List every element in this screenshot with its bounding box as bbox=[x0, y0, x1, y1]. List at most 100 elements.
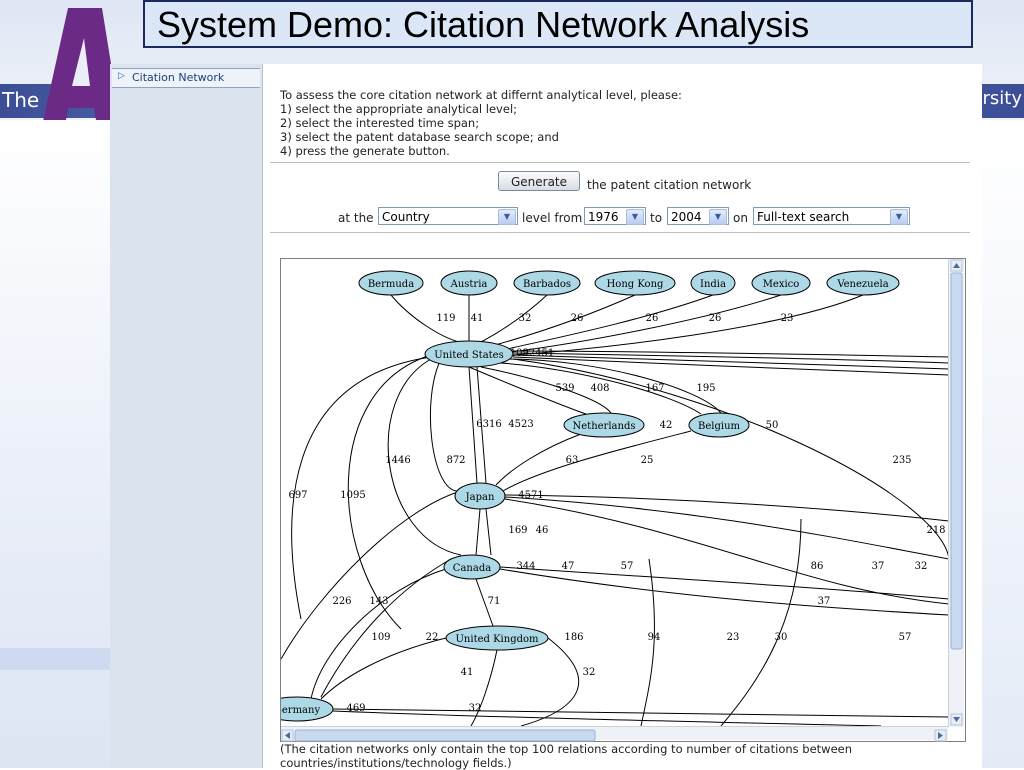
slide-right-margin bbox=[982, 120, 1024, 768]
graph-footnote: (The citation networks only contain the … bbox=[280, 742, 853, 770]
network-node bbox=[563, 412, 645, 438]
edge-weight-label: 872 bbox=[446, 455, 465, 466]
edge-weight-label: 57 bbox=[621, 561, 634, 572]
citation-edge bbox=[332, 708, 950, 718]
network-node bbox=[358, 270, 424, 296]
edge-weight-label: 23 bbox=[781, 313, 794, 324]
network-node bbox=[594, 270, 676, 296]
edge-weight-label: 469 bbox=[346, 703, 365, 714]
edge-weight-label: 235 bbox=[892, 455, 911, 466]
edge-weight-label: 109 bbox=[371, 632, 390, 643]
edge-weight-label: 26 bbox=[571, 313, 584, 324]
citation-edge bbox=[499, 568, 950, 616]
citation-edge bbox=[512, 358, 950, 560]
network-node bbox=[826, 270, 900, 296]
node-label: India bbox=[700, 279, 726, 290]
network-node bbox=[281, 696, 334, 722]
edge-weight-label: 41 bbox=[471, 313, 484, 324]
citation-edge bbox=[512, 294, 864, 356]
citation-edge bbox=[504, 496, 950, 560]
instruction-line: To assess the core citation network at d… bbox=[280, 88, 682, 102]
node-label: United Kingdom bbox=[456, 634, 540, 645]
slide-title-box: System Demo: Citation Network Analysis bbox=[143, 0, 973, 48]
instruction-line: 4) press the generate button. bbox=[280, 144, 450, 158]
edge-weight-label: 1092451 bbox=[510, 348, 555, 359]
edge-weight-label: 186 bbox=[564, 632, 583, 643]
edge-weight-label: 4571 bbox=[518, 490, 543, 501]
to-year-select[interactable]: 2004 ▼ bbox=[667, 207, 729, 225]
node-label: Mexico bbox=[763, 279, 800, 290]
generate-button[interactable]: Generate bbox=[498, 171, 580, 191]
edge-weight-label: 344 bbox=[516, 561, 535, 572]
edge-weight-label: 30 bbox=[775, 632, 788, 643]
edge-weight-label: 218 bbox=[926, 525, 945, 536]
instruction-line: 2) select the interested time span; bbox=[280, 116, 480, 130]
citation-edge bbox=[468, 366, 587, 415]
network-node bbox=[424, 340, 514, 368]
node-label: Netherlands bbox=[573, 421, 636, 432]
analytical-level-select[interactable]: Country ▼ bbox=[378, 207, 518, 225]
citation-edge bbox=[512, 356, 950, 376]
on-label: on bbox=[733, 211, 748, 225]
chevron-down-icon: ▼ bbox=[626, 209, 644, 225]
citation-edge bbox=[504, 358, 722, 414]
citation-edge bbox=[495, 433, 582, 486]
scrollbar-graphics bbox=[950, 259, 963, 726]
citation-edge bbox=[320, 558, 452, 698]
instruction-line: 1) select the appropriate analytical lev… bbox=[280, 102, 518, 116]
edge-weight-label: 169 bbox=[508, 525, 527, 536]
edge-weight-label: 4523 bbox=[508, 419, 533, 430]
from-year-select[interactable]: 1976 ▼ bbox=[584, 207, 646, 225]
citation-edge bbox=[475, 508, 481, 556]
citation-edge bbox=[504, 498, 950, 605]
slide-title: System Demo: Citation Network Analysis bbox=[157, 4, 810, 45]
edge-weight-label: 539 bbox=[555, 383, 574, 394]
to-label: to bbox=[650, 211, 663, 225]
divider bbox=[270, 162, 970, 163]
citation-edge bbox=[320, 637, 447, 700]
slide-left-margin bbox=[0, 120, 112, 768]
edge-weight-label: 37 bbox=[872, 561, 885, 572]
citation-edge bbox=[520, 637, 580, 727]
edge-weight-label: 408 bbox=[590, 383, 609, 394]
node-label: Hong Kong bbox=[607, 279, 664, 290]
graph-vertical-scrollbar[interactable] bbox=[948, 259, 964, 727]
node-label: Bermuda bbox=[368, 279, 414, 290]
selected-value: Full-text search bbox=[757, 210, 850, 224]
edge-weight-label: 32 bbox=[583, 667, 596, 678]
citation-edge bbox=[512, 354, 950, 370]
search-scope-select[interactable]: Full-text search ▼ bbox=[753, 207, 910, 225]
sidebar-item-citation-network[interactable]: ▷ Citation Network bbox=[112, 68, 260, 88]
chevron-down-icon: ▼ bbox=[709, 209, 727, 225]
graph-horizontal-scrollbar[interactable] bbox=[281, 726, 948, 742]
citation-edge bbox=[281, 490, 462, 660]
citation-edge bbox=[476, 366, 487, 484]
citation-edge bbox=[387, 358, 462, 556]
citation-edge bbox=[480, 294, 548, 343]
node-label: Barbados bbox=[523, 279, 571, 290]
edge-weight-label: 23 bbox=[727, 632, 740, 643]
node-label: Germany bbox=[281, 705, 320, 716]
citation-edge bbox=[310, 568, 447, 700]
edge-weight-label: 32 bbox=[469, 703, 482, 714]
node-label: Canada bbox=[453, 563, 491, 574]
slide-left-stripe bbox=[0, 648, 112, 670]
citation-edge bbox=[480, 366, 612, 414]
citation-edge bbox=[468, 366, 478, 484]
edge-weight-label: 697 bbox=[288, 490, 307, 501]
network-node bbox=[443, 554, 501, 580]
edge-weight-label: 195 bbox=[696, 383, 715, 394]
chevron-down-icon: ▼ bbox=[498, 209, 516, 225]
selected-value: Country bbox=[382, 210, 430, 224]
instruction-line: 3) select the patent database search sco… bbox=[280, 130, 559, 144]
edge-weight-label: 26 bbox=[709, 313, 722, 324]
sidebar-item-label: Citation Network bbox=[132, 71, 225, 84]
citation-edge bbox=[475, 578, 494, 627]
citation-edge bbox=[720, 518, 802, 727]
banner-text-right: ersity bbox=[971, 88, 1022, 109]
citation-edge bbox=[291, 356, 432, 620]
divider bbox=[270, 232, 970, 233]
network-node bbox=[445, 625, 549, 651]
